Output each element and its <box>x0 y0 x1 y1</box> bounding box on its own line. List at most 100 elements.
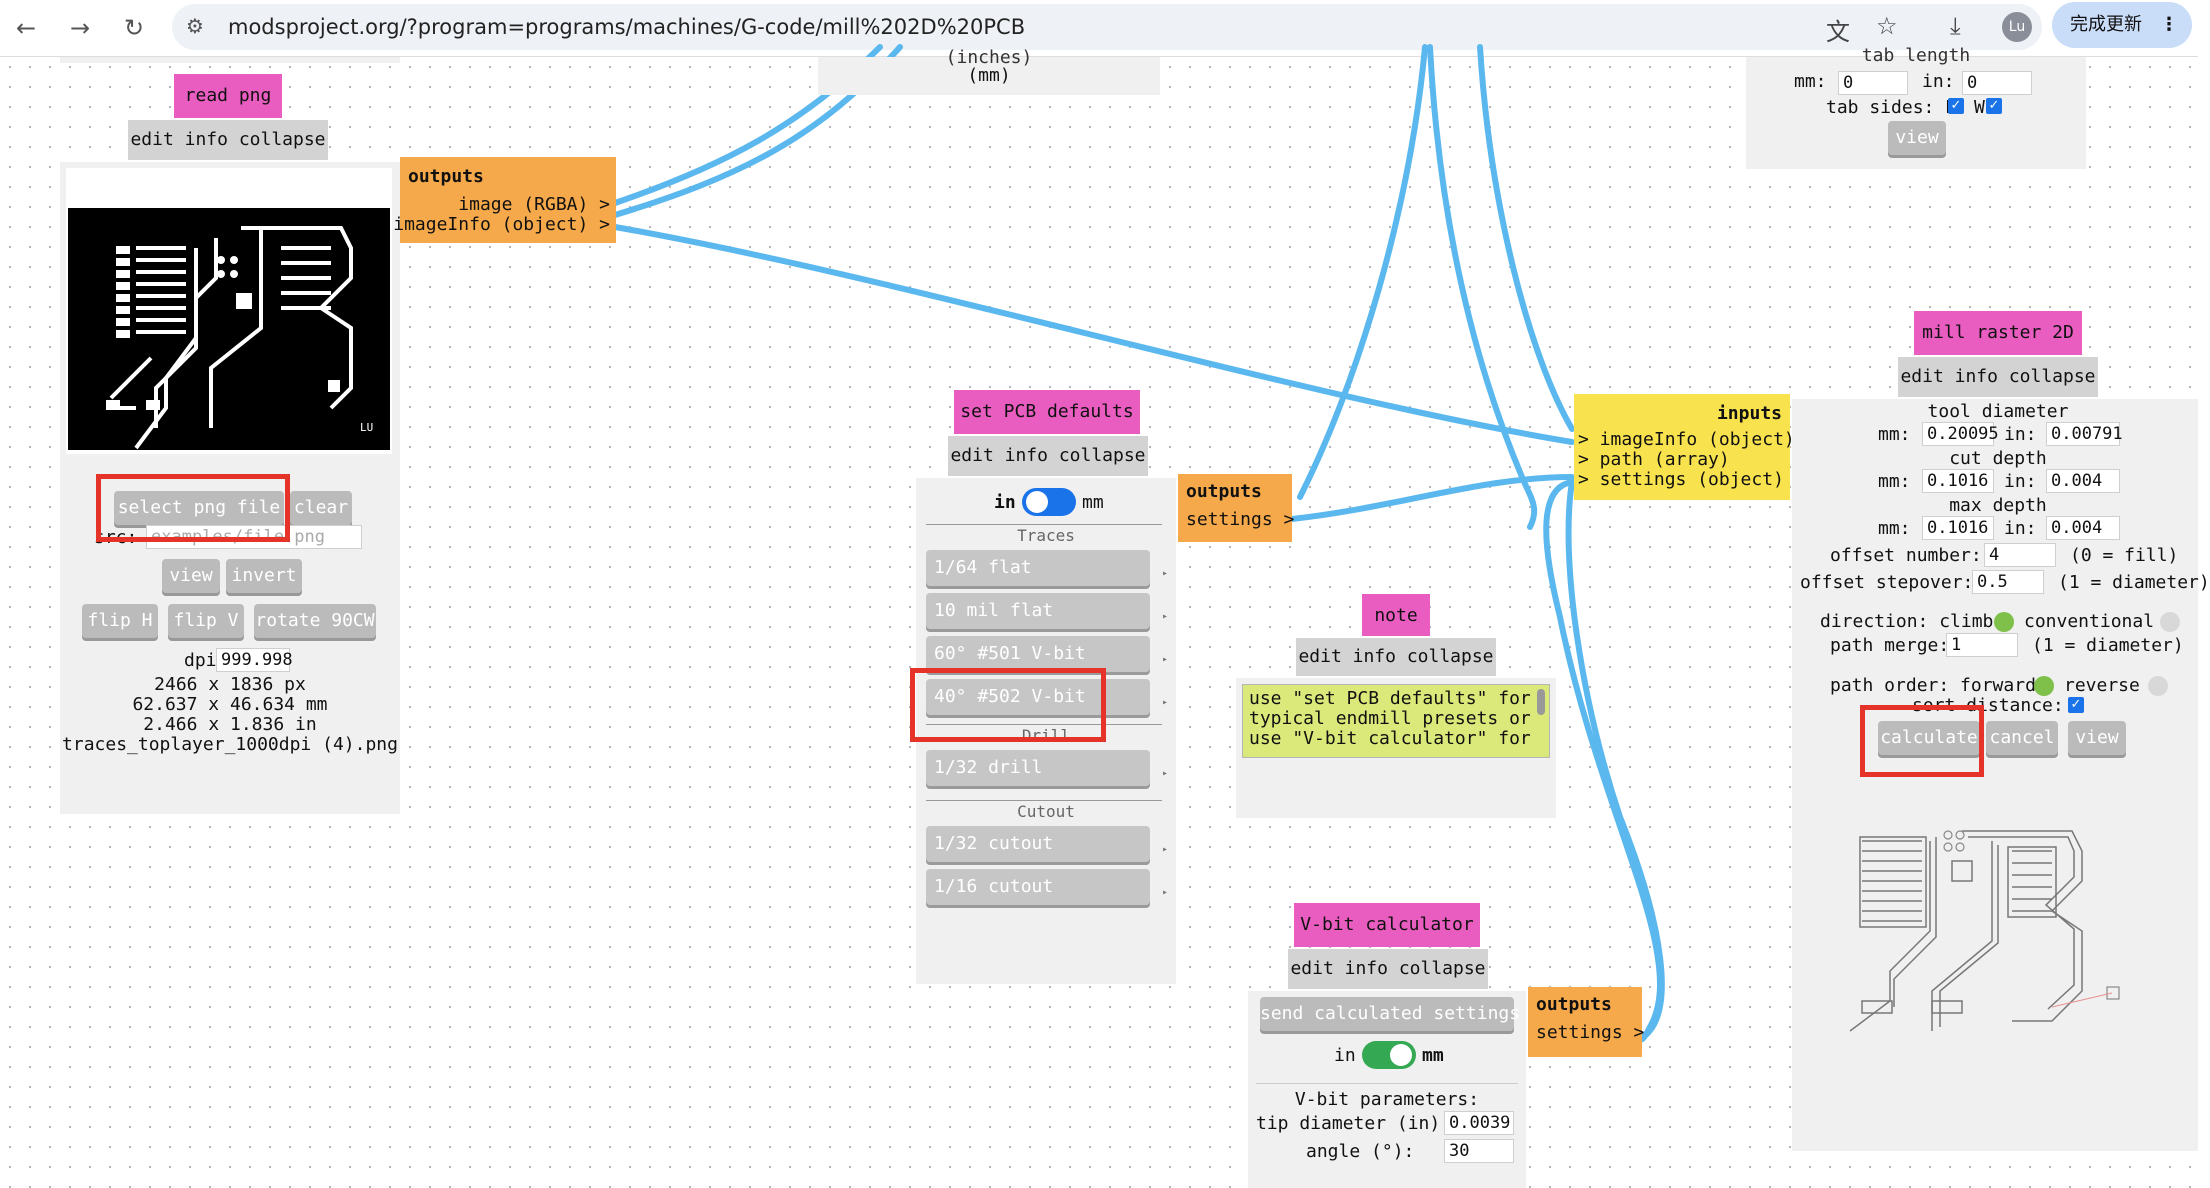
preset-1-64-flat[interactable]: 1/64 flat <box>926 550 1150 586</box>
update-button[interactable]: 完成更新 ⋮ <box>2052 2 2192 48</box>
tab-in-input[interactable]: 0 <box>1962 71 2032 95</box>
preset-10-mil-flat[interactable]: 10 mil flat <box>926 593 1150 629</box>
input-imageinfo[interactable]: > imageInfo (object) <box>1578 429 1795 450</box>
direction-climb-radio[interactable] <box>1994 612 2014 632</box>
units-mm: (mm) <box>967 65 1011 86</box>
preset-60-vbit[interactable]: 60° #501 V-bit <box>926 636 1150 672</box>
reload-icon[interactable]: ↻ <box>123 14 145 42</box>
read-png-outputs: outputs image (RGBA) > imageInfo (object… <box>393 157 616 243</box>
unit-toggle[interactable] <box>1022 488 1076 516</box>
filename: traces_toplayer_1000dpi (4).png <box>62 734 398 755</box>
note-line-3: use "V-bit calculator" for <box>1249 728 1531 749</box>
note-scrollbar[interactable] <box>1537 689 1545 715</box>
read-png-menu[interactable]: edit info collapse <box>128 120 328 160</box>
tab-view-button[interactable]: view <box>1888 121 1946 155</box>
tab-module-partial: tab length mm: 0 in: 0 tab sides: E ✓ W … <box>1746 45 2086 169</box>
units-module-partial: (inches) (mm) <box>818 47 1160 95</box>
star-icon[interactable]: ☆ <box>1876 12 1898 40</box>
offset-stepover-label: offset stepover: <box>1800 572 1974 593</box>
tab-mm-label: mm: <box>1794 71 1827 92</box>
vbit-outputs: outputs settings > <box>1528 987 1645 1057</box>
note-title[interactable]: note <box>1362 594 1430 636</box>
unit-in-label: in <box>994 492 1016 513</box>
calculate-button[interactable]: calculate <box>1878 721 1980 755</box>
mods-canvas[interactable]: (inches) (mm) tab length mm: 0 in: 0 tab… <box>0 44 2210 1188</box>
select-png-file-button[interactable]: select png file <box>114 491 284 525</box>
pcb-preview-image: LU <box>68 208 390 450</box>
pcb-defaults-menu[interactable]: edit info collapse <box>948 436 1148 476</box>
site-info-icon[interactable]: ⚙ <box>186 14 204 38</box>
tool-diameter-label: tool diameter <box>1927 401 2069 422</box>
mill-raster-title[interactable]: mill raster 2D <box>1914 311 2082 355</box>
vbit-menu[interactable]: edit info collapse <box>1288 949 1488 989</box>
offset-number-input[interactable]: 4 <box>1984 543 2056 567</box>
tool-mm-input[interactable]: 0.20095 <box>1922 422 1999 446</box>
angle-input[interactable]: 30 <box>1444 1139 1514 1163</box>
direction-conventional-radio[interactable] <box>2160 612 2180 632</box>
preset-1-32-drill[interactable]: 1/32 drill <box>926 750 1150 786</box>
avatar[interactable]: Lu <box>2002 12 2032 42</box>
mill-raster-menu[interactable]: edit info collapse <box>1898 357 2098 397</box>
vbit-unit-toggle[interactable] <box>1362 1041 1416 1069</box>
tab-side-e-checkbox[interactable]: ✓ <box>1948 98 1964 114</box>
vbit-output-settings[interactable]: settings > <box>1536 1022 1645 1043</box>
offset-stepover-input[interactable]: 0.5 <box>1972 570 2044 594</box>
dimensions-px: 2466 x 1836 px <box>154 674 306 695</box>
mill-raster-panel: tool diameter mm: 0.20095 in: 0.00791 cu… <box>1792 399 2210 1151</box>
send-calculated-settings-button[interactable]: send calculated settings <box>1260 997 1520 1031</box>
input-settings[interactable]: > settings (object) <box>1578 469 1784 490</box>
mill-view-button[interactable]: view <box>2068 721 2126 755</box>
tool-in-input[interactable]: 0.00791 <box>2046 422 2123 446</box>
tab-mm-input[interactable]: 0 <box>1838 71 1908 95</box>
note-line-1: use "set PCB defaults" for <box>1249 688 1531 709</box>
path-order-reverse-radio[interactable] <box>2148 676 2168 696</box>
download-icon[interactable]: ⤓ <box>1950 12 1961 40</box>
note-menu[interactable]: edit info collapse <box>1296 638 1496 676</box>
output-image[interactable]: image (RGBA) > <box>458 194 610 215</box>
read-png-panel: LU select png file clear src: examples/f… <box>60 162 400 814</box>
pcb-defaults-panel: in mm Traces 1/64 flat ▸ 10 mil flat ▸ 6… <box>916 478 1176 984</box>
cut-mm-input[interactable]: 0.1016 <box>1922 469 1994 493</box>
back-icon[interactable]: ← <box>15 14 37 42</box>
src-input[interactable]: examples/file.png <box>146 525 362 549</box>
pcb-defaults-title[interactable]: set PCB defaults <box>954 390 1140 434</box>
url-text[interactable]: modsproject.org/?program=programs/machin… <box>228 15 1026 39</box>
path-order-forward-radio[interactable] <box>2034 676 2054 696</box>
invert-button[interactable]: invert <box>226 559 302 593</box>
update-label: 完成更新 <box>2070 14 2142 35</box>
flip-h-button[interactable]: flip H <box>82 604 158 638</box>
highlight-calculate <box>1860 705 1984 777</box>
max-depth-label: max depth <box>1949 495 2047 516</box>
output-imageinfo[interactable]: imageInfo (object) > <box>393 214 610 235</box>
note-panel: use "set PCB defaults" for typical endmi… <box>1236 678 1556 818</box>
pcb-output-settings[interactable]: settings > <box>1186 509 1295 530</box>
cancel-button[interactable]: cancel <box>1986 721 2058 755</box>
sort-distance-checkbox[interactable]: ✓ <box>2068 697 2084 713</box>
path-merge-input[interactable]: 1 <box>1946 633 2018 657</box>
menu-icon[interactable]: ⋮ <box>2160 14 2178 35</box>
rotate-button[interactable]: rotate 90CW <box>254 604 376 638</box>
vbit-title[interactable]: V-bit calculator <box>1294 903 1480 947</box>
dpi-input[interactable]: 999.998 <box>216 648 293 672</box>
clear-button[interactable]: clear <box>290 491 352 525</box>
read-png-title[interactable]: read png <box>174 74 282 118</box>
preset-1-16-cutout[interactable]: 1/16 cutout <box>926 869 1150 905</box>
address-bar[interactable]: ⚙ modsproject.org/?program=programs/mach… <box>172 4 2042 50</box>
input-path[interactable]: > path (array) <box>1578 449 1730 470</box>
preset-1-32-cutout[interactable]: 1/32 cutout <box>926 826 1150 862</box>
forward-icon[interactable]: → <box>69 14 91 42</box>
wire-vbit-mill <box>1565 479 1665 1042</box>
translate-icon[interactable]: 文 <box>1826 18 1850 46</box>
cut-in-input[interactable]: 0.004 <box>2046 469 2120 493</box>
flip-v-button[interactable]: flip V <box>168 604 244 638</box>
tab-side-w-checkbox[interactable]: ✓ <box>1986 98 2002 114</box>
max-mm-input[interactable]: 0.1016 <box>1922 516 1994 540</box>
view-button[interactable]: view <box>162 559 220 593</box>
cut-depth-label: cut depth <box>1949 448 2047 469</box>
max-in-input[interactable]: 0.004 <box>2046 516 2120 540</box>
units-fragment: (inches) <box>945 47 1033 68</box>
note-textarea[interactable]: use "set PCB defaults" for typical endmi… <box>1242 684 1550 758</box>
pcb-outputs-title: outputs <box>1186 481 1262 502</box>
tip-diameter-input[interactable]: 0.0039 <box>1444 1111 1514 1135</box>
preset-40-vbit[interactable]: 40° #502 V-bit <box>926 679 1150 715</box>
